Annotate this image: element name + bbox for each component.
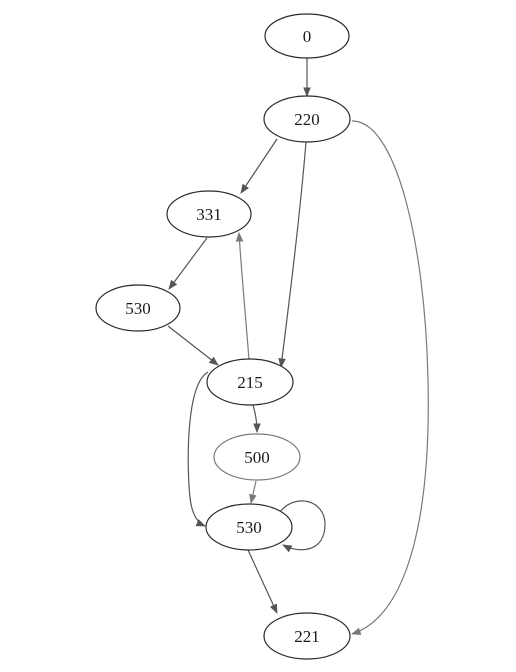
edge-220-to-221: [351, 120, 429, 635]
edge-500-to-530: [249, 480, 257, 504]
edges: [167, 58, 429, 635]
node-label: 215: [237, 373, 263, 392]
edge-530-self-loop: [278, 500, 326, 553]
node-500: 500: [213, 433, 301, 481]
edge-530-to-221: [247, 549, 278, 614]
nodes: 0 220 331 530 215 500 530 221: [95, 13, 351, 660]
node-label: 221: [294, 627, 320, 646]
node-220: 220: [263, 95, 351, 143]
edge-331-to-530: [168, 237, 208, 290]
edge-220-to-331: [240, 138, 278, 194]
node-0: 0: [264, 13, 350, 59]
node-331: 331: [166, 190, 252, 238]
edge-215-to-331: [235, 232, 250, 361]
node-label: 530: [236, 518, 262, 537]
node-530-lower: 530: [205, 503, 293, 551]
edge-215-to-530: [187, 371, 209, 527]
node-label: 331: [196, 205, 222, 224]
edge-220-to-215: [278, 141, 307, 368]
node-530-upper: 530: [95, 284, 181, 332]
node-label: 500: [244, 448, 270, 467]
edge-215-to-500: [252, 404, 261, 433]
node-221: 221: [263, 612, 351, 660]
node-label: 0: [303, 27, 312, 46]
node-label: 220: [294, 110, 320, 129]
node-label: 530: [125, 299, 151, 318]
edge-530-to-215: [167, 325, 219, 366]
node-215: 215: [206, 358, 294, 406]
